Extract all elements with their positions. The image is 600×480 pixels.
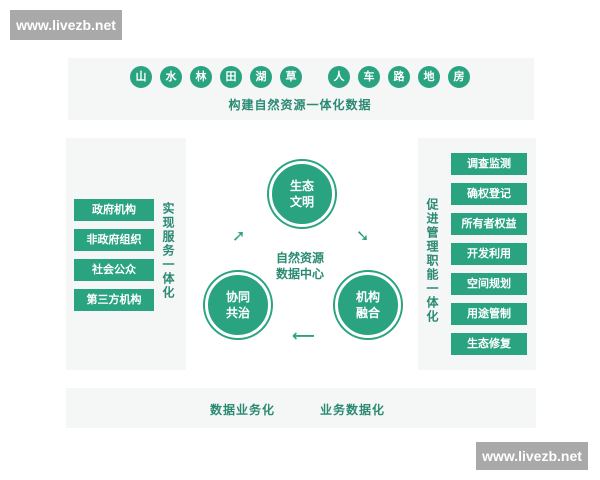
node-ecological-civilization: 生态文明: [269, 161, 335, 227]
function-box: 开发利用: [451, 243, 527, 265]
function-box: 调查监测: [451, 153, 527, 175]
function-box: 空间规划: [451, 273, 527, 295]
resource-circle: 田: [220, 66, 242, 88]
function-box: 所有者权益: [451, 213, 527, 235]
entity-box-public: 社会公众: [74, 259, 154, 281]
function-box: 用途管制: [451, 303, 527, 325]
left-panel: [66, 138, 186, 370]
node-top-line1: 生态: [289, 179, 314, 193]
node-top-line2: 文明: [289, 195, 314, 209]
resource-circle: 水: [160, 66, 182, 88]
right-function-list: 调查监测 确权登记 所有者权益 开发利用 空间规划 用途管制 生态修复: [451, 153, 527, 363]
resource-circle: 湖: [250, 66, 272, 88]
arrow-left-icon: ⟵: [292, 326, 315, 345]
left-vertical-label: 实现服务一体化: [161, 202, 175, 300]
resource-circle-row: 山 水 林 田 湖 草 人 车 路 地 房: [130, 66, 470, 90]
resource-circle: 人: [328, 66, 350, 88]
arrow-down-right-icon: ➘: [356, 226, 370, 245]
left-entity-list: 政府机构 非政府组织 社会公众 第三方机构: [74, 199, 154, 319]
resource-circle: 山: [130, 66, 152, 88]
node-left-line1: 协同: [225, 290, 250, 304]
bottom-panel: [66, 388, 536, 428]
entity-box-government: 政府机构: [74, 199, 154, 221]
center-label-line2: 数据中心: [275, 267, 324, 281]
resource-circle: 房: [448, 66, 470, 88]
right-vertical-label: 促进管理职能一体化: [425, 198, 439, 324]
center-label: 自然资源 数据中心: [260, 250, 340, 282]
node-left-line2: 共治: [225, 306, 250, 320]
bottom-text-data-to-business: 数据业务化: [210, 403, 276, 417]
entity-box-third-party: 第三方机构: [74, 289, 154, 311]
resource-circle: 林: [190, 66, 212, 88]
node-right-line1: 机构: [355, 290, 380, 304]
resource-circle: 路: [388, 66, 410, 88]
function-box: 生态修复: [451, 333, 527, 355]
arrow-up-right-icon: ➚: [232, 226, 246, 245]
node-right-line2: 融合: [355, 306, 380, 320]
bottom-text-business-to-data: 业务数据化: [320, 403, 386, 417]
function-box: 确权登记: [451, 183, 527, 205]
watermark-bottom: www.livezb.net: [476, 442, 588, 470]
resource-circle: 草: [280, 66, 302, 88]
node-institutional-integration: 机构融合: [335, 272, 401, 338]
node-collaborative-governance: 协同共治: [205, 272, 271, 338]
watermark-top: www.livezb.net: [10, 10, 122, 40]
top-subtitle: 构建自然资源一体化数据: [228, 98, 372, 112]
center-label-line1: 自然资源: [275, 251, 324, 265]
entity-box-ngo: 非政府组织: [74, 229, 154, 251]
resource-circle: 车: [358, 66, 380, 88]
resource-circle: 地: [418, 66, 440, 88]
